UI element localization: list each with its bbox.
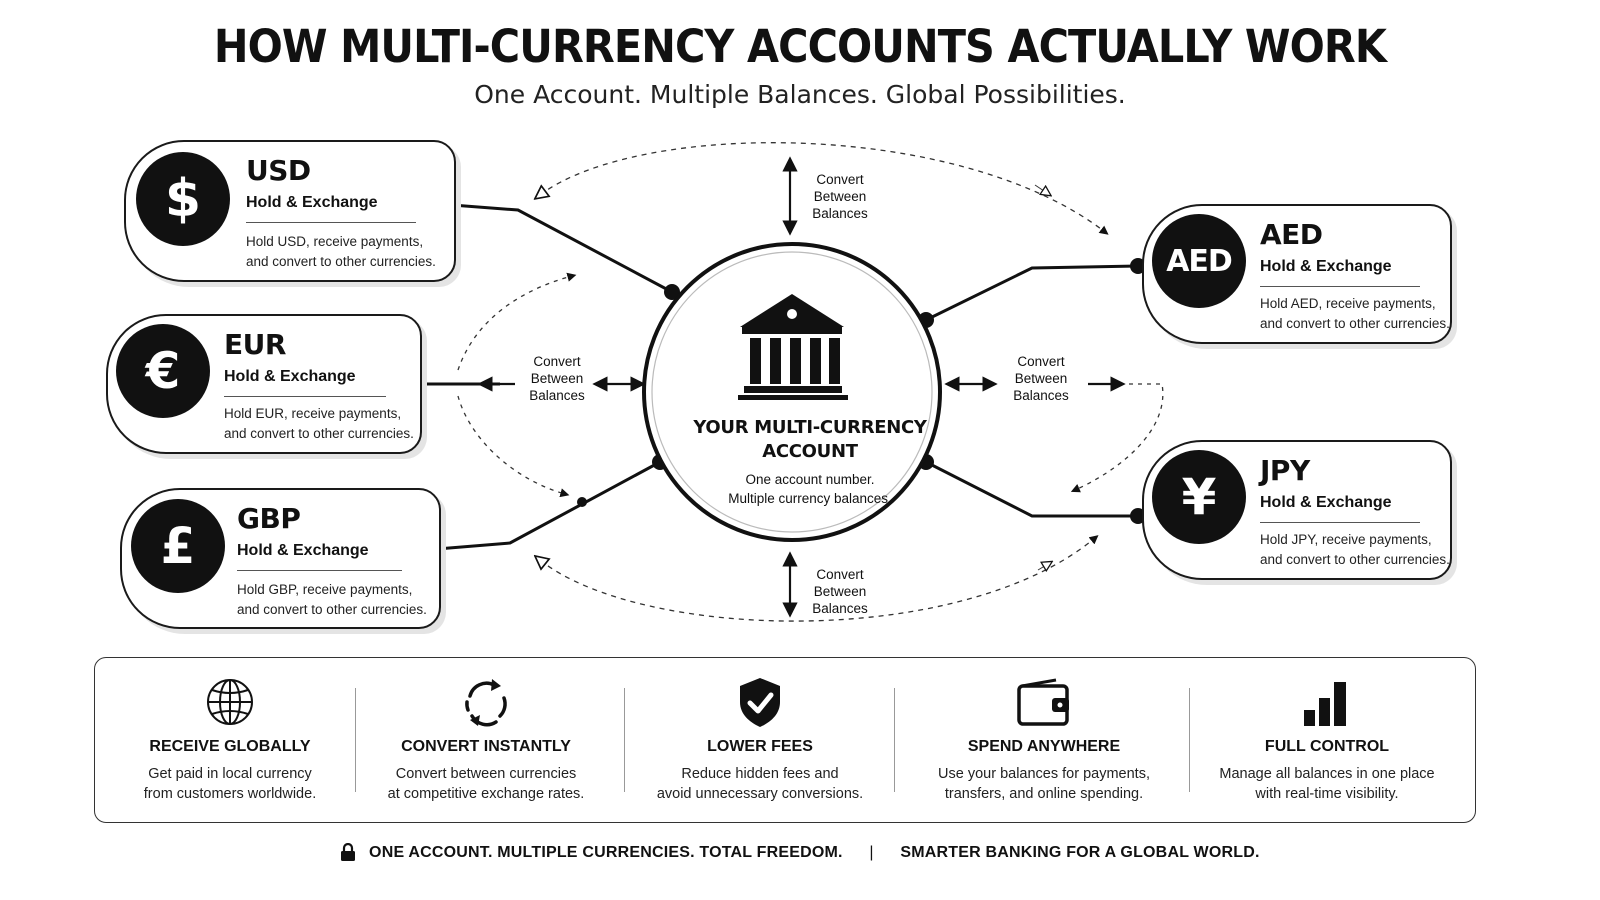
divider [1260,522,1420,523]
currency-code: USD [246,154,311,187]
currency-card-gbp[interactable]: £ GBP Hold & Exchange Hold GBP, receive … [120,488,441,629]
divider [1260,286,1420,287]
features-panel: RECEIVE GLOBALLY Get paid in local curre… [94,657,1476,823]
feature-title: FULL CONTROL [1264,738,1390,755]
connector-jpy [925,460,1138,518]
bank-icon [738,294,848,400]
currency-card-aed[interactable]: AED AED Hold & Exchange Hold AED, receiv… [1142,204,1452,344]
feature-divider [624,688,625,792]
currency-subtitle: Hold & Exchange [237,542,369,559]
footer-tagline: ONE ACCOUNT. MULTIPLE CURRENCIES. TOTAL … [0,842,1600,862]
currency-card-eur[interactable]: € EUR Hold & Exchange Hold EUR, receive … [106,314,422,454]
center-account-title: YOUR MULTI-CURRENCY ACCOUNT [693,417,927,462]
currency-subtitle: Hold & Exchange [1260,494,1392,511]
divider [224,396,386,397]
connector-gbp [436,460,661,551]
currency-subtitle: Hold & Exchange [1260,258,1392,275]
dirham-icon: AED [1152,214,1246,308]
currency-card-jpy[interactable]: ¥ JPY Hold & Exchange Hold JPY, receive … [1142,440,1452,580]
currency-description: Hold GBP, receive payments,and convert t… [237,582,427,617]
dashed-loop-bottom [540,538,1095,622]
feature-receive-globally: RECEIVE GLOBALLY Get paid in local curre… [95,658,365,822]
currency-description: Hold EUR, receive payments,and convert t… [224,406,414,441]
dollar-icon: $ [136,152,230,246]
feature-divider [894,688,895,792]
feature-title: LOWER FEES [707,738,813,755]
feature-divider [1189,688,1190,792]
connector-usd [451,203,673,294]
currency-subtitle: Hold & Exchange [224,368,356,385]
yen-icon: ¥ [1152,450,1246,544]
divider [237,570,402,571]
currency-description: Hold JPY, receive payments,and convert t… [1260,532,1450,567]
euro-icon: € [116,324,210,418]
footer-right-text: SMARTER BANKING FOR A GLOBAL WORLD. [900,843,1260,861]
lock-icon [341,842,356,861]
page-title: HOW MULTI-CURRENCY ACCOUNTS ACTUALLY WOR… [213,20,1387,73]
feature-description: Use your balances for payments,transfers… [938,766,1150,802]
footer-left-text: ONE ACCOUNT. MULTIPLE CURRENCIES. TOTAL … [369,843,843,861]
divider [246,222,416,223]
dashed-arc-left-top [457,272,577,371]
currency-description: Hold USD, receive payments,and convert t… [246,234,436,269]
feature-title: SPEND ANYWHERE [967,738,1121,755]
dashed-arc-left-bottom [457,395,570,498]
currency-code: AED [1260,218,1323,251]
currency-code: JPY [1260,454,1310,487]
feature-spend-anywhere: SPEND ANYWHERE Use your balances for pay… [909,658,1179,822]
dashed-loop-top [540,142,1105,232]
currency-subtitle: Hold & Exchange [246,194,378,211]
feature-divider [355,688,356,792]
currency-code: EUR [224,328,286,361]
feature-full-control: FULL CONTROL Manage all balances in one … [1192,658,1462,822]
wallet-icon [1017,678,1069,726]
feature-title: CONVERT INSTANTLY [401,738,571,755]
page-subtitle: One Account. Multiple Balances. Global P… [474,80,1126,109]
currency-card-usd[interactable]: $ USD Hold & Exchange Hold USD, receive … [124,140,456,282]
feature-convert-instantly: CONVERT INSTANTLY Convert between curren… [351,658,621,822]
refresh-icon [465,679,507,727]
shield-check-icon [740,678,780,727]
bar-chart-icon [1304,682,1346,726]
globe-icon [207,679,253,725]
currency-description: Hold AED, receive payments,and convert t… [1260,296,1450,331]
center-account-description: One account number. Multiple currency ba… [728,472,892,506]
connector-aed [925,264,1139,322]
feature-title: RECEIVE GLOBALLY [149,738,311,755]
pound-icon: £ [131,499,225,593]
footer-divider: | [869,843,874,861]
currency-code: GBP [237,502,301,535]
